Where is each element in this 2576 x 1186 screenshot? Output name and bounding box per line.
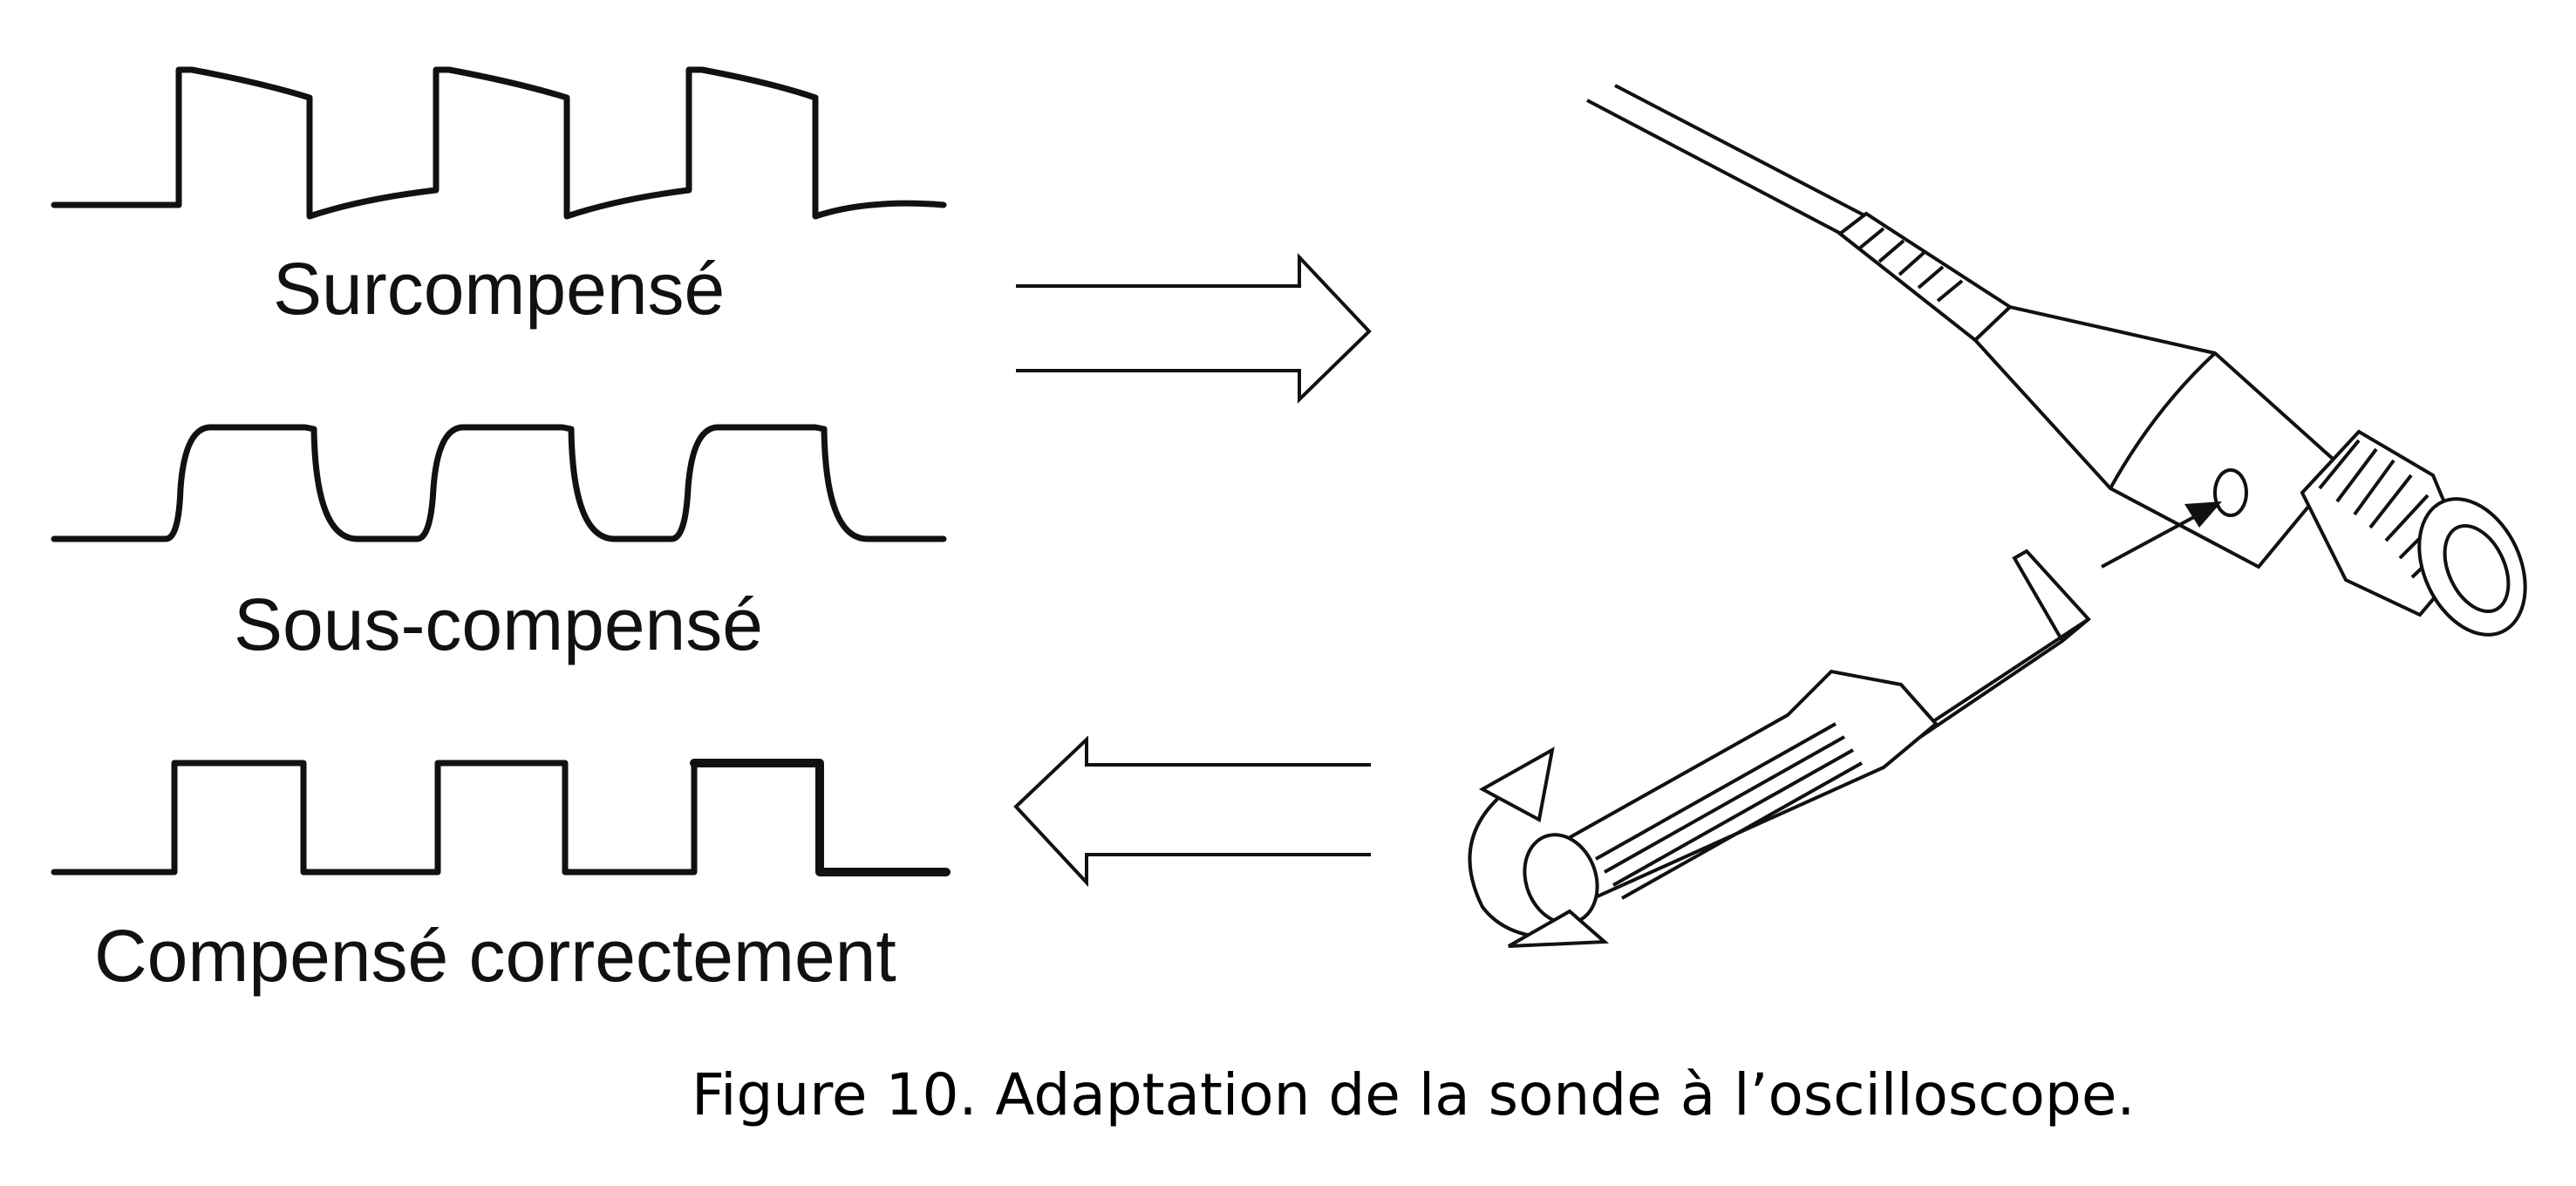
oscilloscope-probe-illustration bbox=[1468, 84, 2527, 948]
undercompensated-waveform bbox=[51, 424, 947, 542]
overcompensated-waveform bbox=[51, 66, 947, 220]
hollow-arrow-left-icon bbox=[1013, 735, 1371, 888]
undercompensated-label: Sous-compensé bbox=[234, 583, 763, 665]
correct-compensation-waveform bbox=[51, 759, 951, 876]
figure-caption: Figure 10. Adaptation de la sonde à l’os… bbox=[692, 1061, 2135, 1128]
correct-compensation-label: Compensé correctement bbox=[94, 915, 896, 997]
hollow-arrow-right-icon bbox=[1016, 252, 1372, 404]
overcompensated-label: Surcompensé bbox=[273, 248, 725, 330]
